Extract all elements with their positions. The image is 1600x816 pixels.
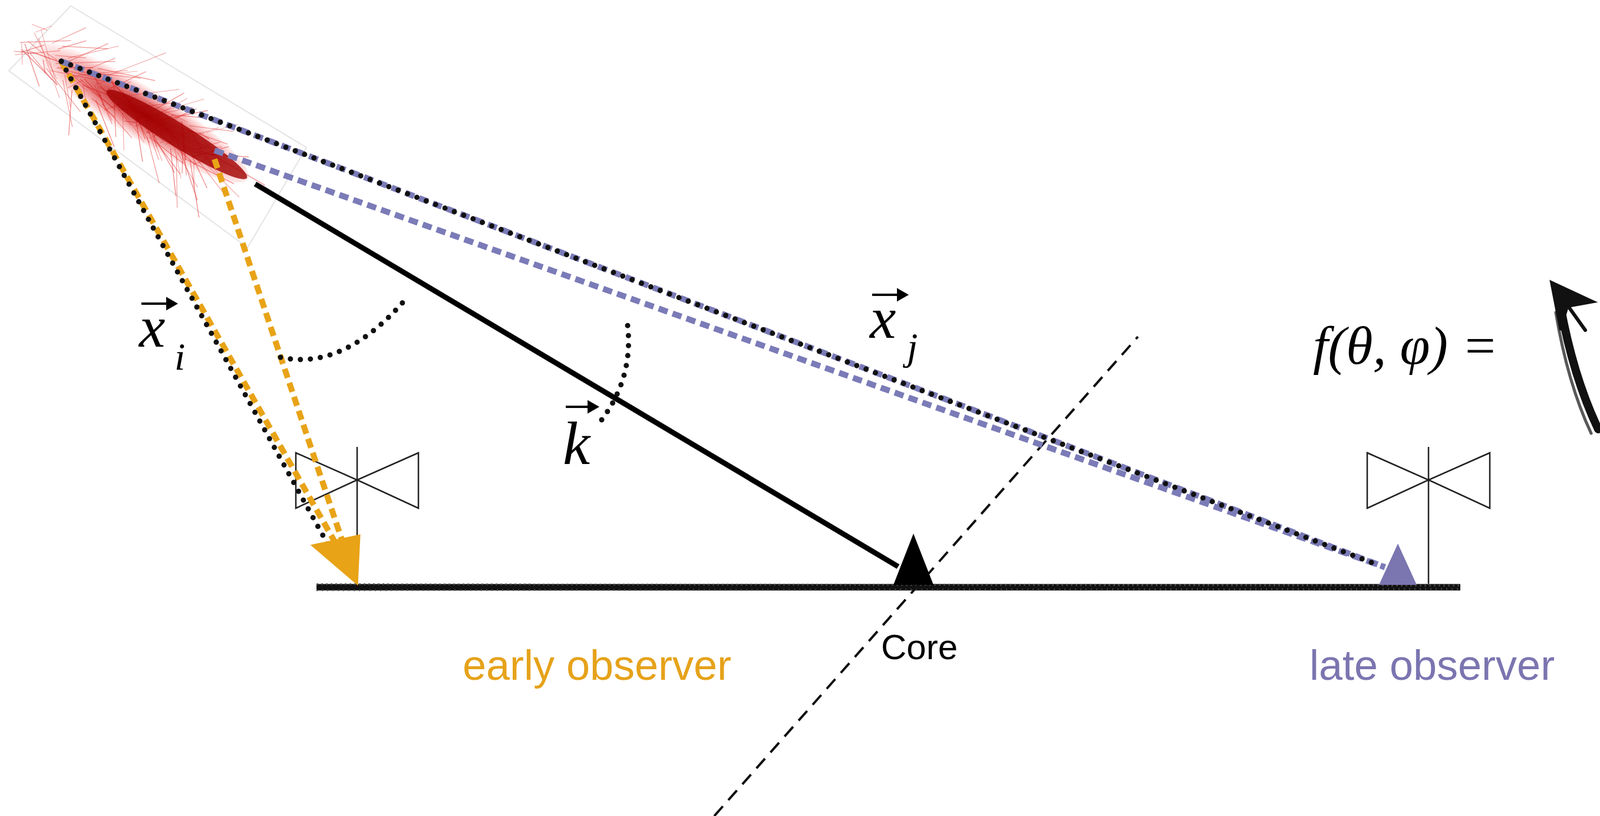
early-observer-marker — [312, 535, 360, 584]
core-label: Core — [878, 629, 960, 665]
early-signal-path — [61, 61, 354, 575]
late-observer-marker — [1379, 543, 1417, 585]
early-signal-path — [214, 159, 354, 575]
vector-symbol: k — [562, 412, 590, 474]
formula: f(θ, φ) = — [1313, 318, 1499, 373]
shower-axis — [255, 183, 899, 567]
brush-arrow — [1551, 281, 1599, 434]
observer-label: late observer — [1309, 643, 1555, 686]
vector-symbol: x — [869, 288, 896, 348]
observer-label: early observer — [462, 643, 732, 686]
late-signal-path — [214, 150, 1385, 567]
shower-track — [176, 155, 177, 209]
vector-subscript: i — [172, 337, 188, 376]
shower-cloud — [3, 12, 262, 201]
ground-texture — [316, 584, 1461, 586]
late-signal-path — [61, 61, 1385, 567]
ground-texture — [316, 588, 1461, 590]
shower-plane-line — [714, 336, 1138, 816]
vector-subscript: j — [904, 327, 920, 366]
antenna-symbol — [1367, 446, 1490, 584]
shower-track — [31, 24, 48, 31]
core-marker — [893, 533, 934, 585]
dotted-vector — [61, 61, 1374, 563]
ground-line — [316, 584, 1461, 591]
vector-symbol: x — [139, 297, 166, 357]
vector-arrow — [141, 289, 907, 412]
